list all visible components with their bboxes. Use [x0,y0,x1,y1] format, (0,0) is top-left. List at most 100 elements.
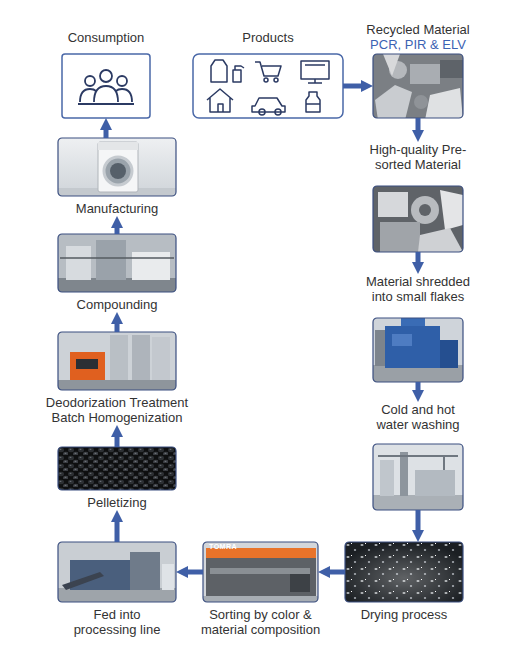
photo-background [345,542,463,602]
step-label: Pelletizing [87,495,146,510]
photo-content [58,332,176,390]
wash-tank [380,460,394,496]
process-step: Cold and hot water washing [373,402,463,510]
pipework [378,456,458,470]
people-icon [78,70,134,104]
photo-background [58,138,176,196]
process-step: Recycled MaterialPCR, PIR & ELV [373,22,463,118]
spray-bottle-icon [233,66,244,82]
flow-arrow [188,570,203,575]
wash-column [400,452,408,496]
sorter-panel [290,574,310,592]
photo-frame [58,332,176,390]
step-label: Products [242,30,293,45]
compounder [132,252,170,280]
photo-frame [58,447,176,490]
process-step: Fed into processing line [58,542,176,637]
washing-photo [373,444,463,510]
pipe [375,330,385,366]
person-body [94,86,118,102]
photo-frame [58,542,176,602]
sorter-body [206,556,316,596]
control-cabinet [162,564,174,590]
icon-frame [62,54,150,118]
processing-line-photo [58,542,176,602]
step-label: Cold and hot water washing [371,402,466,432]
flow-arrow [115,437,120,447]
deodorization-photo [58,332,176,390]
compounding-photo [58,234,176,292]
shredder-panel [392,334,412,346]
photo-content [345,542,463,602]
cart-icon [255,62,281,76]
step-label: Fed into processing line [65,607,170,637]
flakes [345,542,463,602]
metal-part-hole [419,204,431,216]
flow-arrow [343,84,361,89]
product-icons [207,60,329,115]
wash-unit [415,470,455,496]
consumption-icon-box [62,54,150,118]
scrap-piece [410,64,440,84]
feeder [130,552,160,590]
photo-frame [58,234,176,292]
person-body [80,89,96,102]
flow-arrow [416,252,421,262]
photo-frame [373,186,463,252]
silo [110,335,128,380]
metal-part [440,190,463,230]
process-step: Drying process [345,542,463,622]
car-wheel [259,109,265,115]
metal-part [380,222,420,252]
photo-content [373,318,463,382]
bottle-icon [306,92,320,112]
process-step: Pelletizing [58,447,176,510]
floor [58,588,176,602]
person-head [100,70,112,82]
light-glow [345,542,463,602]
icon-frame [193,54,343,118]
flow-arrow [115,522,120,542]
person-head [117,76,127,86]
washing-machine [98,142,138,192]
photo-content [58,138,176,196]
floor [58,380,176,390]
photo-background [373,186,463,252]
photo-frame [203,542,318,602]
person-head [85,76,95,86]
step-sublabel: PCR, PIR & ELV [370,37,466,52]
photo-content [58,542,176,602]
photo-background [58,332,176,390]
icon-base [78,103,134,105]
floor [58,278,176,292]
step-label: Recycled Material [366,22,469,37]
washing-machine-photo [58,138,176,196]
photo-frame [373,444,463,510]
control-strip [98,142,138,150]
shredder-body [385,326,440,368]
cart-wheel [264,78,268,82]
scrap-piece [383,54,400,76]
shredder-photo [373,318,463,382]
shredder-motor [440,340,458,368]
scrap-piece [425,88,463,118]
photo-background [373,318,463,382]
car-wheel [275,109,281,115]
step-label: Consumption [68,30,145,45]
sorting-photo [203,542,318,602]
photo-background [203,542,318,602]
products-icon-box [193,54,343,118]
flow-arrow [115,228,120,234]
photo-content [373,444,463,510]
photo-frame [58,138,176,196]
drying-photo [345,542,463,602]
photo-background [58,542,176,602]
photo-content [373,186,463,252]
photo-background [58,234,176,292]
scrap-photo [373,54,465,120]
flow-arrow [416,510,421,530]
metal-part [418,228,463,252]
step-label: Deodorization Treatment Batch Homogeniza… [35,395,200,425]
